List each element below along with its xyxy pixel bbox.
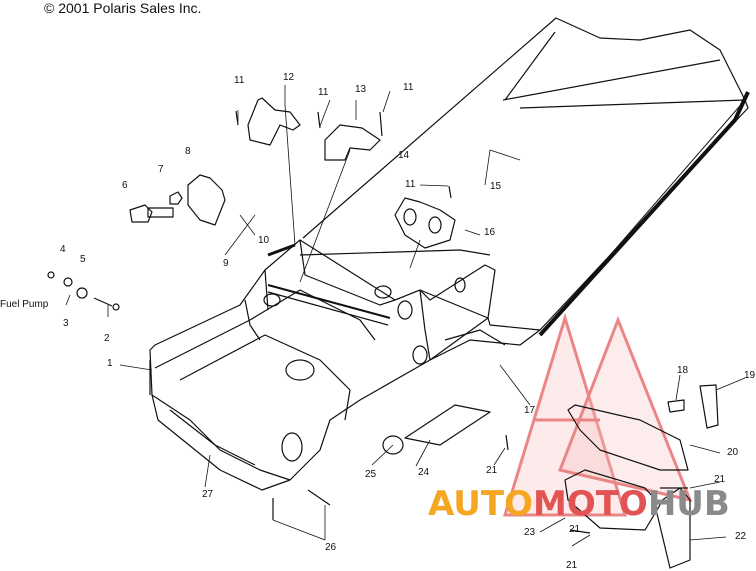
side-panel-20 bbox=[567, 404, 689, 471]
fuel-pump-label: Fuel Pump bbox=[0, 299, 49, 310]
callout-6: 6 bbox=[122, 180, 128, 191]
callout-11c: 11 bbox=[403, 82, 414, 93]
callout-21a: 21 bbox=[486, 465, 498, 476]
callout-25: 25 bbox=[365, 469, 377, 480]
callout-11d: 11 bbox=[405, 179, 416, 190]
front-bulkhead bbox=[149, 239, 496, 481]
watermark-logo bbox=[502, 312, 693, 517]
callout-2: 2 bbox=[104, 333, 110, 344]
bracket-16 bbox=[394, 197, 456, 249]
watermark-part3: HUB bbox=[647, 484, 730, 524]
side-panel-23 bbox=[564, 469, 661, 531]
callout-7: 7 bbox=[158, 164, 164, 175]
side-panel-22 bbox=[654, 487, 691, 569]
callout-23: 23 bbox=[524, 527, 536, 538]
callout-9: 9 bbox=[223, 258, 229, 269]
callout-16: 16 bbox=[484, 227, 496, 238]
callout-11b: 11 bbox=[318, 87, 329, 98]
callout-10: 10 bbox=[258, 235, 270, 246]
callout-13: 13 bbox=[355, 84, 367, 95]
callout-12: 12 bbox=[283, 72, 295, 83]
bracket-8 bbox=[187, 174, 226, 226]
bracket-14 bbox=[324, 124, 381, 161]
callout-11a: 11 bbox=[234, 75, 245, 86]
callout-21c: 21 bbox=[566, 560, 578, 571]
callout-18: 18 bbox=[677, 365, 689, 376]
callout-21d: 21 bbox=[569, 524, 581, 535]
callout-4: 4 bbox=[60, 244, 66, 255]
watermark-text: AUTOMOTOHUB bbox=[428, 484, 730, 524]
right-rail bbox=[538, 91, 750, 337]
callout-5: 5 bbox=[80, 254, 86, 265]
callout-27: 27 bbox=[202, 489, 214, 500]
callout-24: 24 bbox=[418, 467, 430, 478]
front-bumper bbox=[151, 394, 291, 491]
callout-22: 22 bbox=[735, 531, 747, 542]
callout-19: 19 bbox=[744, 370, 756, 381]
callout-15: 15 bbox=[490, 181, 502, 192]
callout-3: 3 bbox=[63, 318, 69, 329]
callout-21b: 21 bbox=[714, 474, 726, 485]
plate-24 bbox=[404, 404, 491, 446]
callout-8: 8 bbox=[185, 146, 191, 157]
watermark-part2: MOTO bbox=[532, 484, 648, 524]
cross-tube bbox=[267, 284, 391, 319]
callout-17: 17 bbox=[524, 405, 536, 416]
watermark-part1: AUTO bbox=[428, 484, 533, 524]
copyright-notice: © 2001 Polaris Sales Inc. bbox=[44, 0, 202, 16]
callout-1: 1 bbox=[107, 358, 113, 369]
callout-14: 14 bbox=[398, 150, 410, 161]
callout-20: 20 bbox=[727, 447, 739, 458]
bracket-12 bbox=[247, 97, 301, 146]
callout-26: 26 bbox=[325, 542, 337, 553]
